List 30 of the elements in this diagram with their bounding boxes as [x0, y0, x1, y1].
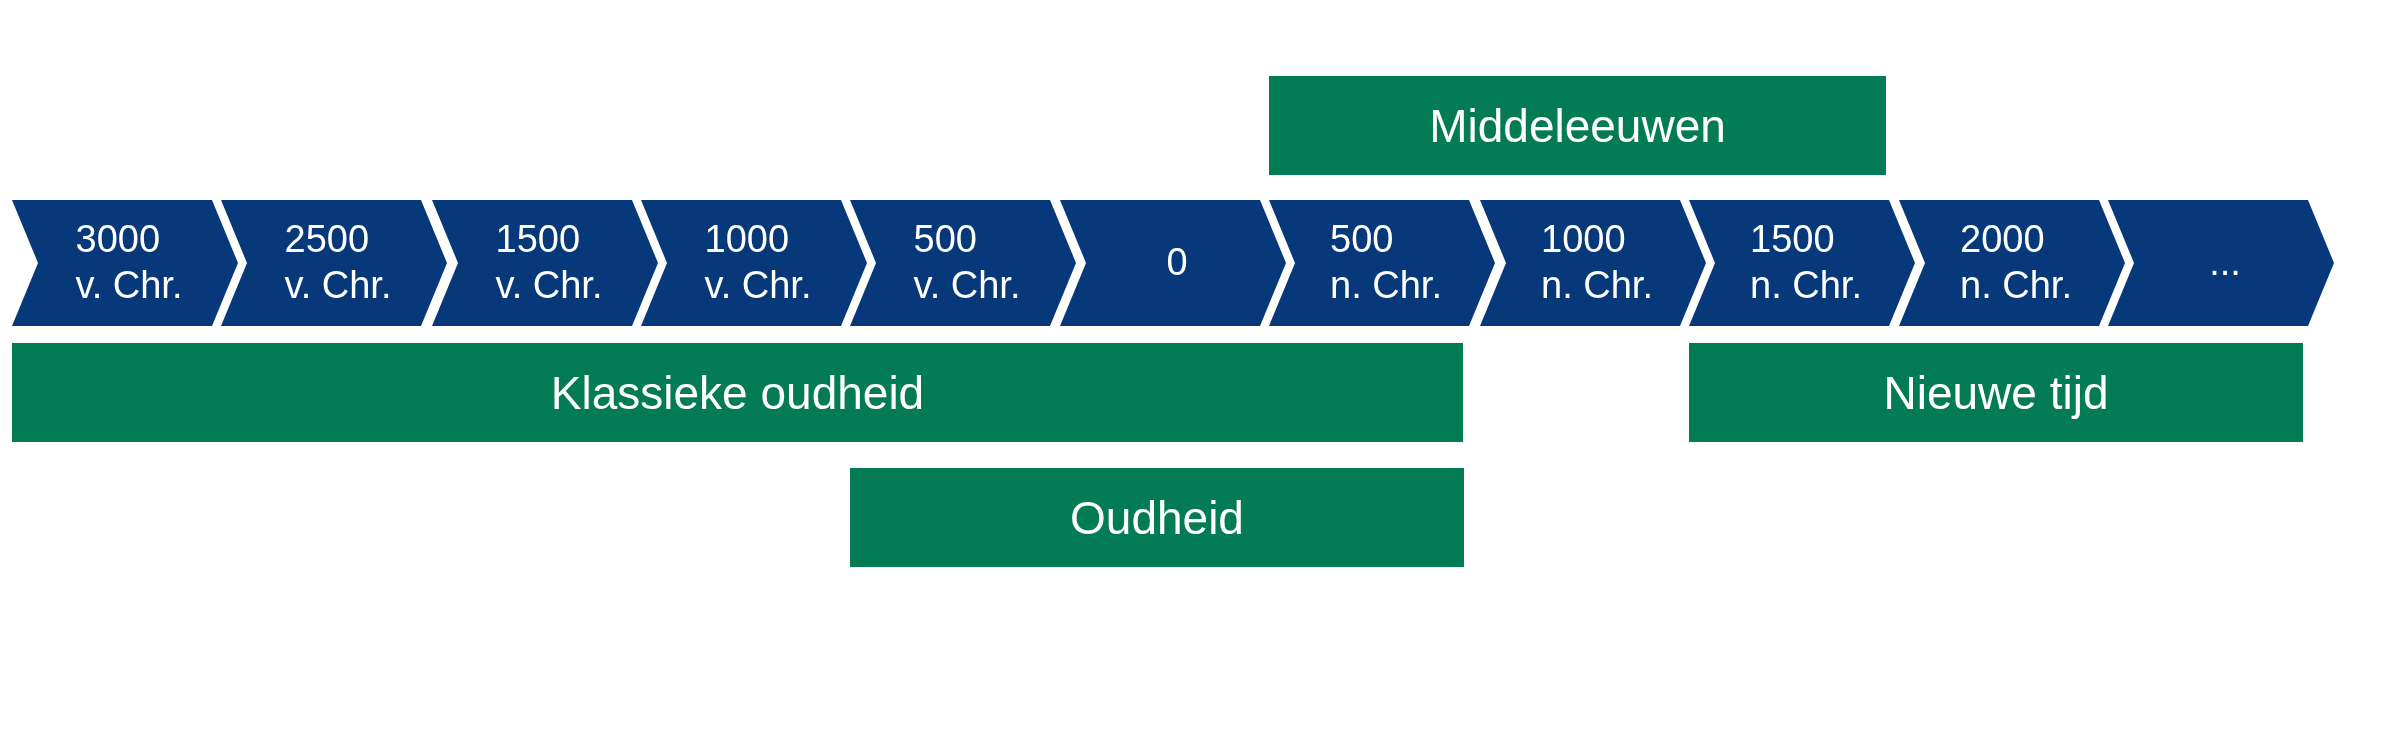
year-segment	[850, 200, 1076, 326]
year-segment	[1060, 200, 1286, 326]
year-segment	[12, 200, 238, 326]
year-label: ...	[2209, 240, 2241, 286]
year-label: 1500 v. Chr.	[495, 217, 603, 308]
period-label: Klassieke oudheid	[550, 365, 925, 420]
year-segment	[2108, 200, 2334, 326]
year-segment	[1269, 200, 1495, 326]
year-label: 500 v. Chr.	[913, 217, 1021, 308]
period-bar	[1689, 343, 2303, 442]
period-label: Nieuwe tijd	[1883, 365, 2109, 420]
year-label: 1000 v. Chr.	[704, 217, 812, 308]
year-label: 1500 n. Chr.	[1750, 217, 1862, 308]
year-segment	[1480, 200, 1706, 326]
period-label: Oudheid	[1070, 490, 1244, 545]
year-label: 1000 n. Chr.	[1541, 217, 1653, 308]
year-segment	[432, 200, 658, 326]
period-bar	[850, 468, 1464, 567]
year-label: 0	[1166, 240, 1188, 286]
period-bar	[1269, 76, 1886, 175]
year-label: 3000 v. Chr.	[75, 217, 183, 308]
year-segment	[1689, 200, 1915, 326]
period-bar	[12, 343, 1463, 442]
year-segment	[641, 200, 867, 326]
year-segment	[1899, 200, 2125, 326]
period-label: Middeleeuwen	[1429, 98, 1726, 153]
year-segment	[221, 200, 447, 326]
year-label: 500 n. Chr.	[1330, 217, 1442, 308]
year-label: 2000 n. Chr.	[1960, 217, 2072, 308]
year-label: 2500 v. Chr.	[284, 217, 392, 308]
